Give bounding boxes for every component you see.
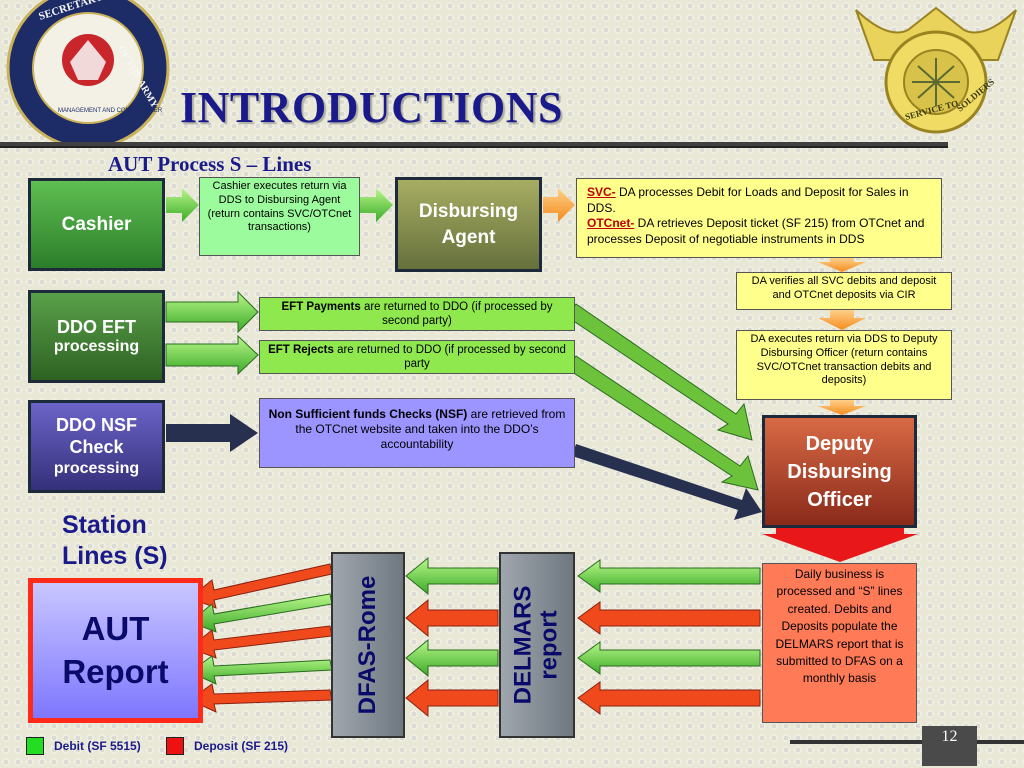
arrow-m2 <box>405 598 499 638</box>
aut-report-box: AUT Report <box>28 578 203 723</box>
aut-label: AUT <box>81 609 150 647</box>
delmars-report-column: DELMARS report <box>499 552 575 738</box>
arrow-cashier-to-note <box>166 188 199 222</box>
report-label: Report <box>62 652 169 690</box>
eft-payments-label: EFT Payments <box>281 301 361 313</box>
debit-legend-label: Debit (SF 5515) <box>54 739 141 753</box>
disbursing-label-2: Disbursing <box>787 460 892 483</box>
execute-return-note: DA executes return via DDS to Deputy Dis… <box>736 330 952 400</box>
arrow-m1 <box>405 556 499 596</box>
arrow-disbursing-to-svc <box>543 188 575 222</box>
arrow-payments-to-deputy <box>565 303 753 441</box>
footer-divider <box>790 740 1024 744</box>
dfas-rome-column: DFAS-Rome <box>331 552 405 738</box>
report-label-2: report <box>536 610 563 680</box>
ddo-nsf-processing-label: processing <box>53 459 140 477</box>
check-label: Check <box>69 436 124 457</box>
page-number: 12 <box>922 726 977 766</box>
lines-s-label: Lines (S) <box>62 542 168 571</box>
verify-note: DA verifies all SVC debits and deposit a… <box>736 272 952 310</box>
cashier-return-note: Cashier executes return via DDS to Disbu… <box>199 177 360 256</box>
page-title: INTRODUCTIONS <box>180 83 564 132</box>
arrow-ddonsf <box>166 414 258 452</box>
arrow-a3 <box>189 625 333 659</box>
svc-text: DA processes Debit for Loads and Deposit… <box>587 185 909 215</box>
eft-rejects-label: EFT Rejects <box>268 344 334 356</box>
deputy-disbursing-officer-box: Deputy Disbursing Officer <box>762 415 917 528</box>
otcnet-text: DA retrieves Deposit ticket (SF 215) fro… <box>587 216 925 246</box>
arrow-a4 <box>189 655 333 685</box>
ddo-nsf-box: DDO NSF Check processing <box>28 400 165 493</box>
page-subtitle: AUT Process S – Lines <box>108 152 312 176</box>
svc-label: SVC- <box>587 185 616 199</box>
deposit-legend-label: Deposit (SF 215) <box>194 739 289 753</box>
arrow-d3 <box>577 641 761 675</box>
finance-corps-insignia-icon: SERVICE TO SOLDIERS <box>855 6 1017 134</box>
arrow-down-3 <box>818 400 866 415</box>
eft-payments-text: are returned to DDO (if processed by sec… <box>360 301 553 328</box>
arrow-a1 <box>189 563 333 609</box>
eft-rejects-text: are returned to DDO (if processed by sec… <box>333 344 566 371</box>
nsf-text: are retrieved from the OTCnet website an… <box>295 407 566 451</box>
title-divider <box>0 142 948 148</box>
legend-debit: Debit (SF 5515) <box>26 736 141 756</box>
officer-label: Officer <box>807 488 872 511</box>
deputy-label: Deputy <box>805 432 874 455</box>
delmars-label-group: DELMARS report <box>509 585 564 705</box>
debit-swatch <box>26 737 44 755</box>
eft-payments-note: EFT Payments are returned to DDO (if pro… <box>259 297 575 331</box>
dfas-rome-label: DFAS-Rome <box>353 575 381 715</box>
nsf-note: Non Sufficient funds Checks (NSF) are re… <box>259 398 575 468</box>
station-lines-label: Station Lines (S) <box>62 510 168 573</box>
arrow-m4 <box>405 678 499 718</box>
legend-deposit: Deposit (SF 215) <box>166 736 288 756</box>
station-label: Station <box>62 511 147 539</box>
delmars-label: DELMARS <box>509 585 537 705</box>
army-seal-icon: SECRETARY OF THE ARMY MANAGEMENT AND COM… <box>6 0 170 145</box>
arrow-rejects-to-deputy <box>565 355 759 491</box>
eft-rejects-note: EFT Rejects are returned to DDO (if proc… <box>259 340 575 374</box>
arrow-down-1 <box>818 258 866 272</box>
arrow-deputy-down <box>762 528 918 562</box>
arrow-a2 <box>189 593 333 633</box>
cashier-label: Cashier <box>61 213 132 235</box>
svc-otcnet-note: SVC- DA processes Debit for Loads and De… <box>576 178 942 258</box>
arrow-d4 <box>577 681 761 715</box>
arrow-d2 <box>577 601 761 635</box>
nsf-label: Non Sufficient funds Checks (NSF) <box>268 407 468 421</box>
ddo-nsf-label: DDO NSF <box>56 415 137 436</box>
arrow-down-2 <box>818 310 866 330</box>
arrow-d1 <box>577 559 761 593</box>
svg-text:MANAGEMENT AND COMPTROLLER: MANAGEMENT AND COMPTROLLER <box>58 108 163 114</box>
agent-label: Agent <box>441 226 496 248</box>
arrow-m3 <box>405 638 499 678</box>
arrow-a5 <box>189 683 333 713</box>
ddo-eft-processing-label: processing <box>53 338 140 355</box>
ddo-eft-box: DDO EFT processing <box>28 290 165 383</box>
arrow-ddoeft-rejects <box>165 334 259 376</box>
deposit-swatch <box>166 737 184 755</box>
ddo-eft-label: DDO EFT <box>57 317 136 337</box>
disbursing-agent-box: Disbursing Agent <box>395 177 542 272</box>
arrow-ddoeft-payments <box>165 290 259 334</box>
cashier-box: Cashier <box>28 178 165 271</box>
arrow-nsf-to-deputy <box>572 444 762 520</box>
arrow-note-to-disbursing <box>360 188 393 222</box>
otcnet-label: OTCnet- <box>587 216 635 231</box>
disbursing-label: Disbursing <box>418 200 519 222</box>
daily-business-note: Daily business is processed and “S” line… <box>762 563 917 723</box>
